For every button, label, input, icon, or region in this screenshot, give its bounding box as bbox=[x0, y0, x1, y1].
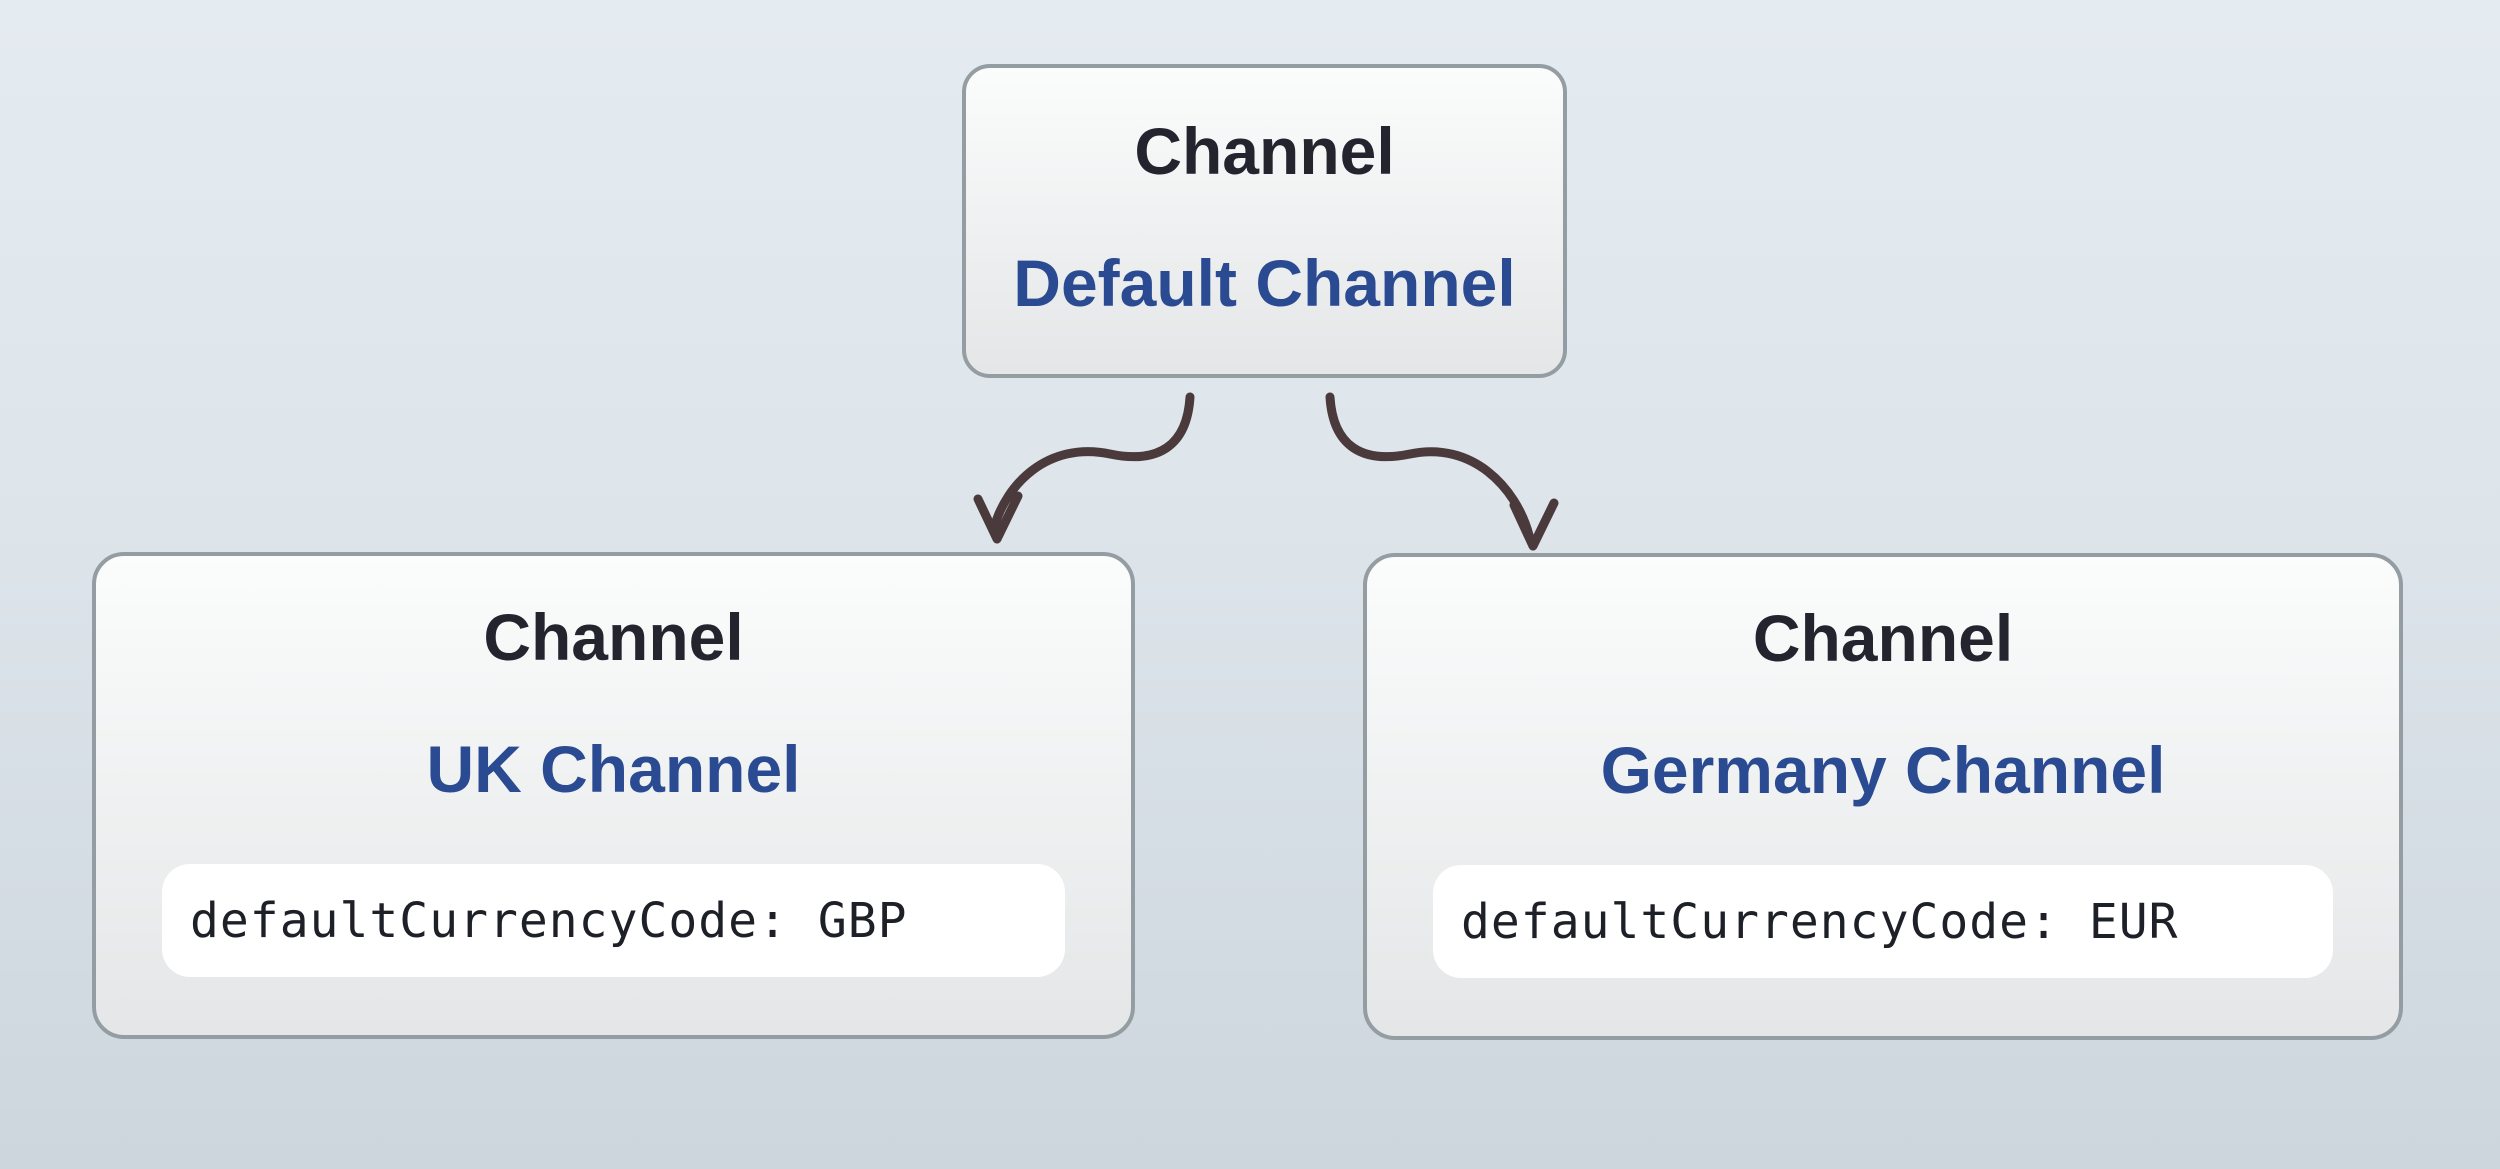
node-uk-channel: Channel UK Channel defaultCurrencyCode: … bbox=[92, 552, 1135, 1039]
arrow-root-to-uk-channel bbox=[973, 392, 1195, 544]
node-name-label: UK Channel bbox=[426, 732, 801, 806]
attribute-pill: defaultCurrencyCode: GBP bbox=[162, 864, 1065, 977]
node-entity-label: Channel bbox=[483, 600, 744, 674]
attribute-text: defaultCurrencyCode: EUR bbox=[1461, 893, 2179, 950]
arrow-root-to-germany-channel bbox=[1325, 392, 1559, 551]
node-entity-label: Channel bbox=[1134, 114, 1395, 188]
node-name-label: Germany Channel bbox=[1600, 733, 2166, 807]
node-germany-channel: Channel Germany Channel defaultCurrencyC… bbox=[1363, 553, 2403, 1040]
node-default-channel: Channel Default Channel bbox=[962, 64, 1567, 378]
node-entity-label: Channel bbox=[1752, 601, 2014, 675]
node-name-label: Default Channel bbox=[1013, 246, 1516, 320]
attribute-pill: defaultCurrencyCode: EUR bbox=[1433, 865, 2333, 978]
attribute-text: defaultCurrencyCode: GBP bbox=[190, 892, 908, 949]
